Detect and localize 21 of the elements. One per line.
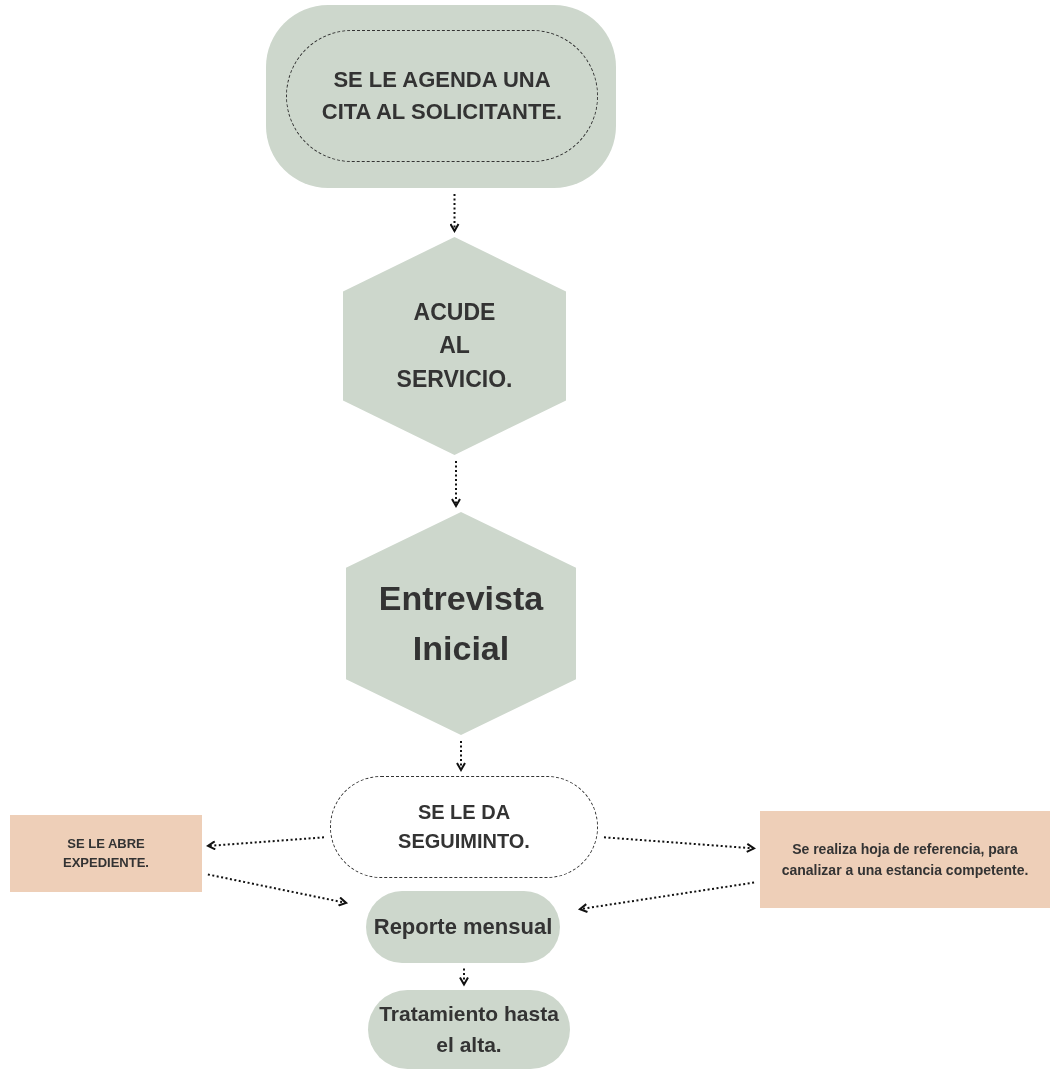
- node-text: Entrevista Inicial: [377, 578, 545, 669]
- hexagon: [346, 512, 576, 735]
- hexagon: [343, 237, 566, 455]
- dotted-arrow: [603, 836, 755, 853]
- rounded-box: [266, 5, 616, 188]
- dotted-arrow: [451, 460, 461, 507]
- node-text: SE LE AGENDA UNA CITA AL SOLICITANTE.: [320, 66, 564, 126]
- dotted-arrow: [449, 193, 460, 232]
- node-text: ACUDE AL SERVICIO.: [396, 298, 513, 394]
- dotted-arrow: [459, 967, 469, 986]
- dotted-arrow: [207, 836, 325, 851]
- node-text: SE LE DA SEGUIMINTO.: [397, 800, 531, 854]
- node-text: SE LE ABRE EXPEDIENTE.: [62, 834, 150, 872]
- note-box: [10, 815, 202, 892]
- node-text: Reporte mensual: [373, 913, 553, 942]
- node-text: Se realiza hoja de referencia, para canalizar a una estancia competente.: [780, 840, 1030, 880]
- note-box: [760, 811, 1050, 908]
- dotted-arrow: [206, 873, 348, 907]
- node-text: Tratamiento hasta el alta.: [378, 1001, 560, 1058]
- dotted-arrow: [578, 881, 756, 914]
- dotted-arrow: [456, 740, 466, 771]
